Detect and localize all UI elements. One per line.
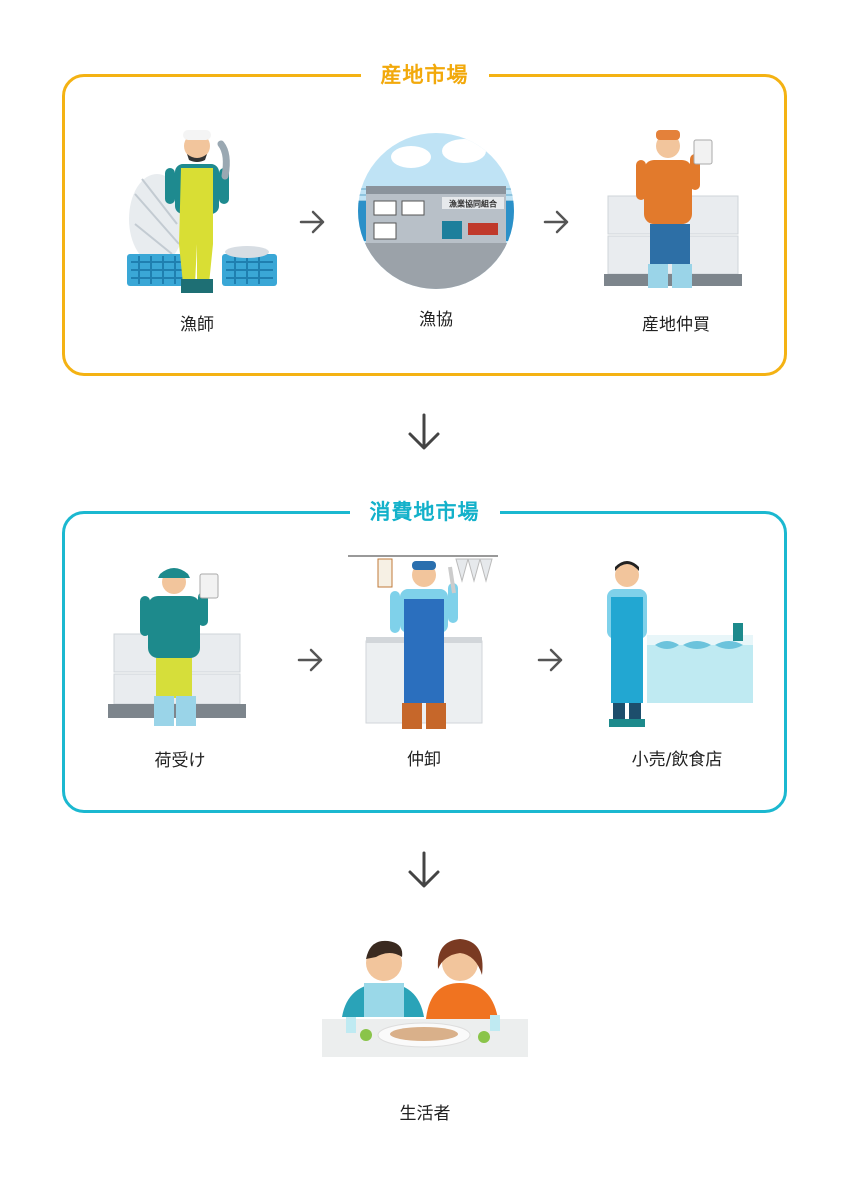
consumer-market-title: 消費地市場 xyxy=(349,497,500,527)
receiver-icon xyxy=(108,568,246,726)
stage-label: 生活者 xyxy=(399,1104,451,1124)
retail-restaurant-icon xyxy=(607,561,753,727)
consumers-dining-icon xyxy=(322,939,528,1057)
arrow-right-icon xyxy=(543,210,569,234)
origin-market-title: 産地市場 xyxy=(360,60,489,90)
stage-label: 漁師 xyxy=(180,315,214,335)
stage-retail-restaurant: 小売/飲食店 xyxy=(597,557,757,770)
arrow-right-icon xyxy=(297,648,323,672)
origin-market-panel: 産地市場 xyxy=(62,60,787,376)
stage-label: 小売/飲食店 xyxy=(631,750,723,770)
stage-consumers: 生活者 xyxy=(320,935,530,1124)
stage-label: 産地仲買 xyxy=(642,315,710,335)
stage-fishing-cooperative: 漁業協同組合 漁協 xyxy=(356,131,516,330)
stage-label: 仲卸 xyxy=(407,750,441,770)
stage-label: 漁協 xyxy=(419,310,453,330)
arrow-right-icon xyxy=(299,210,325,234)
intermediate-wholesaler-icon xyxy=(348,555,498,729)
cooperative-sign: 漁業協同組合 xyxy=(449,199,498,209)
stage-receiver: 荷受け xyxy=(100,562,260,771)
stage-intermediate-wholesaler: 仲卸 xyxy=(344,553,504,770)
consumer-market-panel: 消費地市場 xyxy=(62,497,787,813)
arrow-right-icon xyxy=(537,648,563,672)
fisherman-icon xyxy=(127,130,277,293)
fishing-cooperative-icon: 漁業協同組合 xyxy=(358,133,514,289)
stage-label: 荷受け xyxy=(154,751,206,771)
origin-broker-icon xyxy=(604,130,742,288)
arrow-down-icon xyxy=(408,851,440,888)
stage-fisherman: 漁師 xyxy=(117,124,277,335)
stage-origin-broker: 産地仲買 xyxy=(596,124,756,335)
arrow-down-icon xyxy=(408,413,440,450)
